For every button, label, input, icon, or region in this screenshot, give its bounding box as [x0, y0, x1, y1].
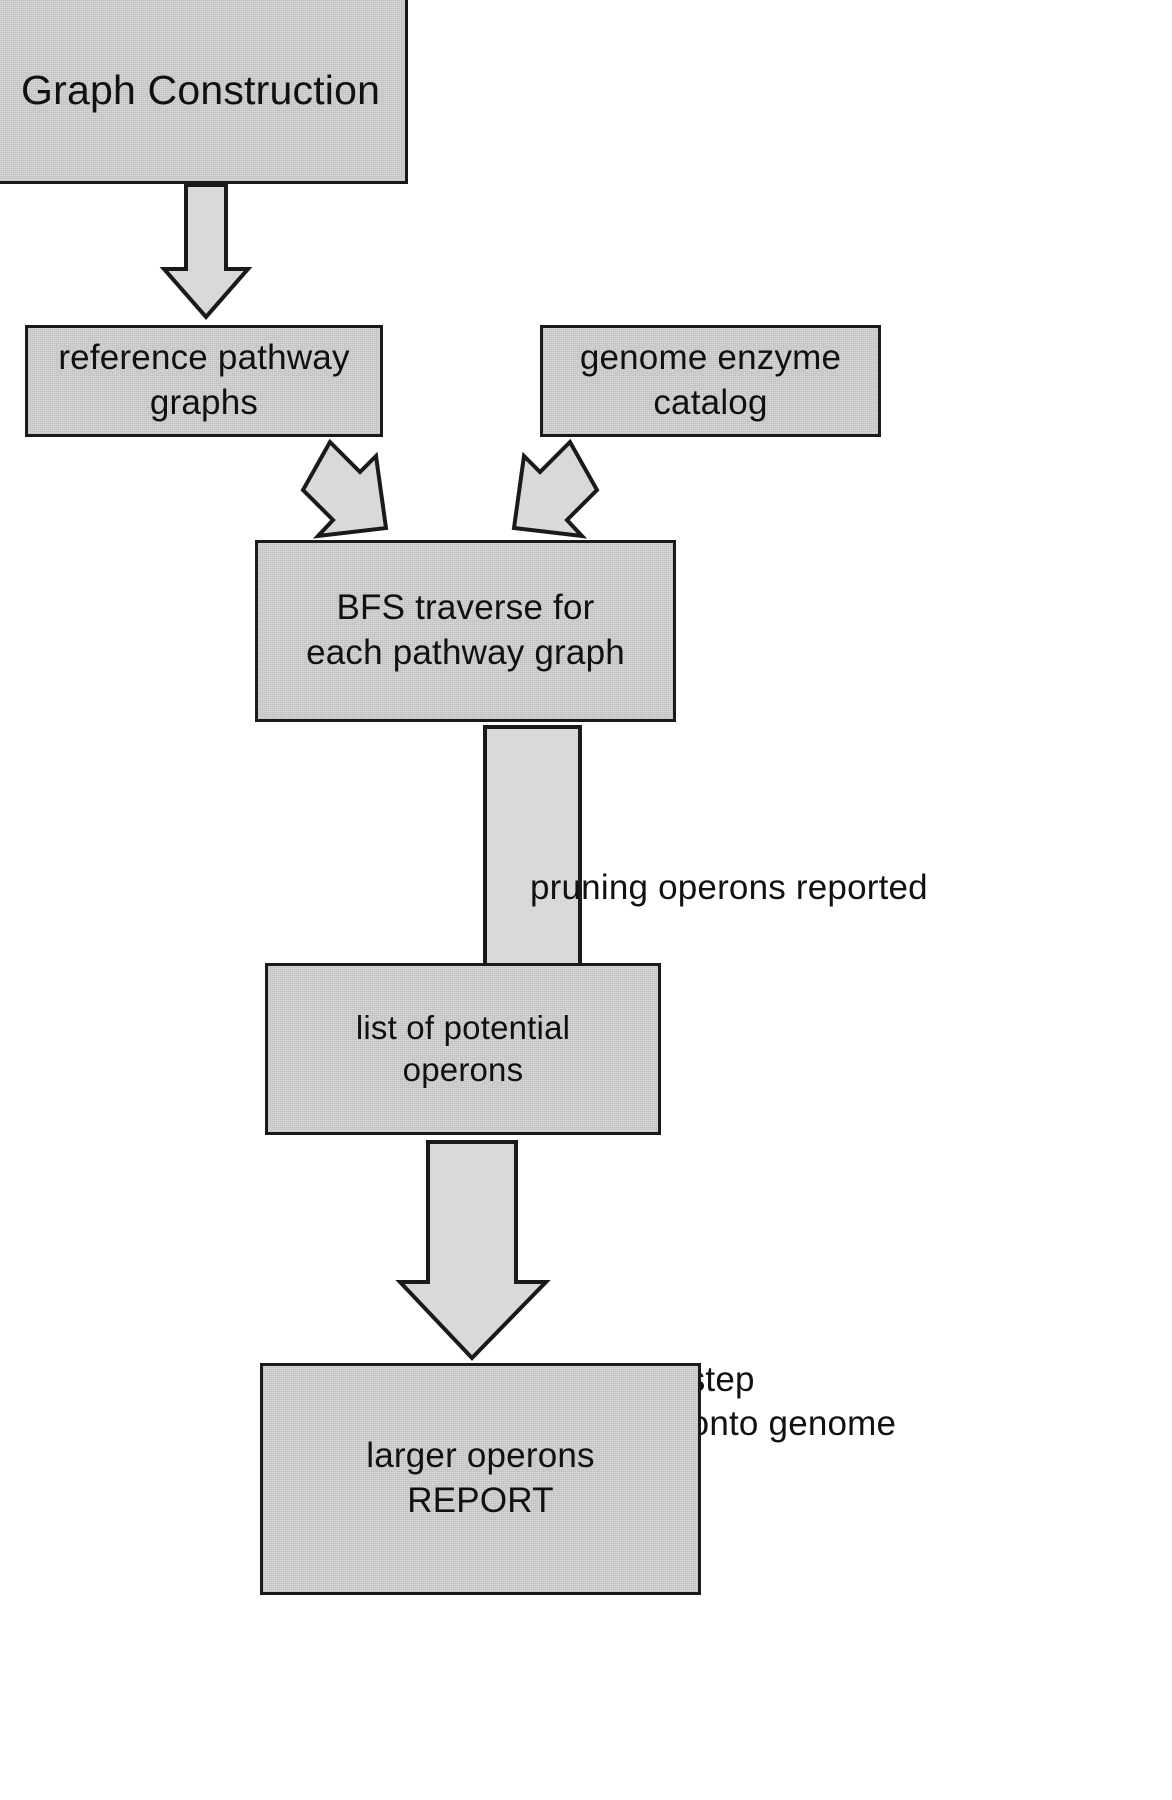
edge-label-pruning-operons-reported: pruning operons reported [530, 868, 928, 907]
node-larger-operons-report[interactable]: larger operons REPORT [260, 1363, 701, 1595]
arrow-down-list-of-potential-operons-to-larger-operons-report [395, 1140, 553, 1362]
node-bfs-traverse[interactable]: BFS traverse for each pathway graph [255, 540, 676, 722]
node-genome-enzyme-catalog[interactable]: genome enzyme catalog [540, 325, 881, 437]
node-graph-construction[interactable]: Graph Construction [0, 0, 408, 184]
arrow-diagonal-reference-pathway-to-bfs [300, 438, 410, 545]
arrow-down-graph-construction-to-reference-pathway [159, 183, 253, 321]
node-reference-pathway-graphs[interactable]: reference pathway graphs [25, 325, 383, 437]
node-list-of-potential-operons[interactable]: list of potential operons [265, 963, 661, 1135]
arrow-diagonal-genome-enzyme-to-bfs [490, 438, 600, 545]
